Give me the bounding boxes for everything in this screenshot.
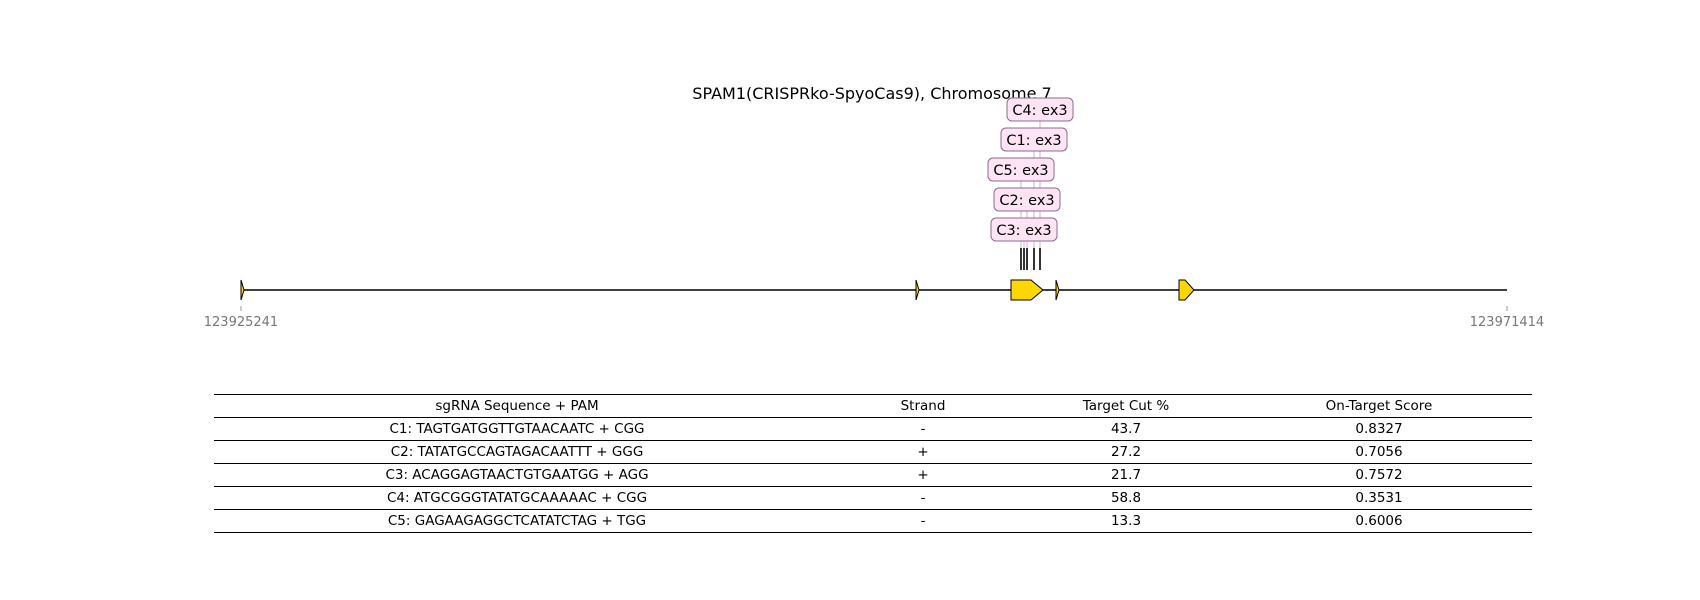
guide-label-c3[interactable]: C3: ex3 [990, 217, 1058, 242]
guide-label-text: C3: ex3 [996, 223, 1051, 239]
table-header-row: sgRNA Sequence + PAM Strand Target Cut %… [214, 394, 1532, 418]
cut-site-ticks [1020, 248, 1041, 270]
cell-sequence: C2: TATATGCCAGTAGACAATTT + GGG [214, 440, 820, 464]
cell-cut: 58.8 [1026, 486, 1226, 510]
guide-table: sgRNA Sequence + PAM Strand Target Cut %… [214, 394, 1532, 533]
guide-label-c4[interactable]: C4: ex3 [1006, 97, 1074, 122]
guide-label-text: C2: ex3 [999, 193, 1054, 209]
table-row: C5: GAGAAGAGGCTCATATCTAG + TGG - 13.3 0.… [214, 509, 1532, 533]
column-header-cut: Target Cut % [1026, 394, 1226, 418]
guide-label-text: C1: ex3 [1006, 133, 1061, 149]
exon-1 [240, 279, 245, 301]
guide-table-grid: sgRNA Sequence + PAM Strand Target Cut %… [214, 394, 1532, 533]
cell-sequence: C1: TAGTGATGGTTGTAACAATC + CGG [214, 417, 820, 441]
cell-strand: - [820, 417, 1026, 441]
cell-cut: 21.7 [1026, 463, 1226, 487]
column-header-sequence: sgRNA Sequence + PAM [214, 394, 820, 418]
cell-score: 0.7056 [1226, 440, 1532, 464]
cell-score: 0.7572 [1226, 463, 1532, 487]
guide-label-c2[interactable]: C2: ex3 [993, 187, 1061, 212]
cell-sequence: C4: ATGCGGGTATATGCAAAAAC + CGG [214, 486, 820, 510]
guide-label-c5[interactable]: C5: ex3 [987, 157, 1055, 182]
exons [240, 279, 1195, 301]
column-header-strand: Strand [820, 394, 1026, 418]
cell-cut: 27.2 [1026, 440, 1226, 464]
table-row: C2: TATATGCCAGTAGACAATTT + GGG + 27.2 0.… [214, 440, 1532, 464]
cell-cut: 43.7 [1026, 417, 1226, 441]
cell-strand: + [820, 440, 1026, 464]
exon-2 [915, 279, 920, 301]
exon-4 [1055, 279, 1060, 301]
cell-cut: 13.3 [1026, 509, 1226, 533]
cell-score: 0.8327 [1226, 417, 1532, 441]
start-coord-label: 123925241 [204, 315, 278, 330]
cell-strand: + [820, 463, 1026, 487]
cell-sequence: C3: ACAGGAGTAACTGTGAATGG + AGG [214, 463, 820, 487]
guide-label-c1[interactable]: C1: ex3 [1000, 127, 1068, 152]
exon-5 [1178, 279, 1195, 301]
gene-diagram: SPAM1(CRISPRko-SpyoCas9), Chromosome 7 C… [204, 84, 1544, 330]
cell-strand: - [820, 509, 1026, 533]
column-header-score: On-Target Score [1226, 394, 1532, 418]
cell-score: 0.6006 [1226, 509, 1532, 533]
guide-label-text: C5: ex3 [993, 163, 1048, 179]
exon-3 [1010, 279, 1044, 301]
table-row: C3: ACAGGAGTAACTGTGAATGG + AGG + 21.7 0.… [214, 463, 1532, 487]
table-row: C1: TAGTGATGGTTGTAACAATC + CGG - 43.7 0.… [214, 417, 1532, 441]
diagram-title: SPAM1(CRISPRko-SpyoCas9), Chromosome 7 [692, 84, 1051, 103]
cell-strand: - [820, 486, 1026, 510]
cell-score: 0.3531 [1226, 486, 1532, 510]
guide-label-text: C4: ex3 [1012, 103, 1067, 119]
end-coord-label: 123971414 [1470, 315, 1544, 330]
table-row: C4: ATGCGGGTATATGCAAAAAC + CGG - 58.8 0.… [214, 486, 1532, 510]
cell-sequence: C5: GAGAAGAGGCTCATATCTAG + TGG [214, 509, 820, 533]
